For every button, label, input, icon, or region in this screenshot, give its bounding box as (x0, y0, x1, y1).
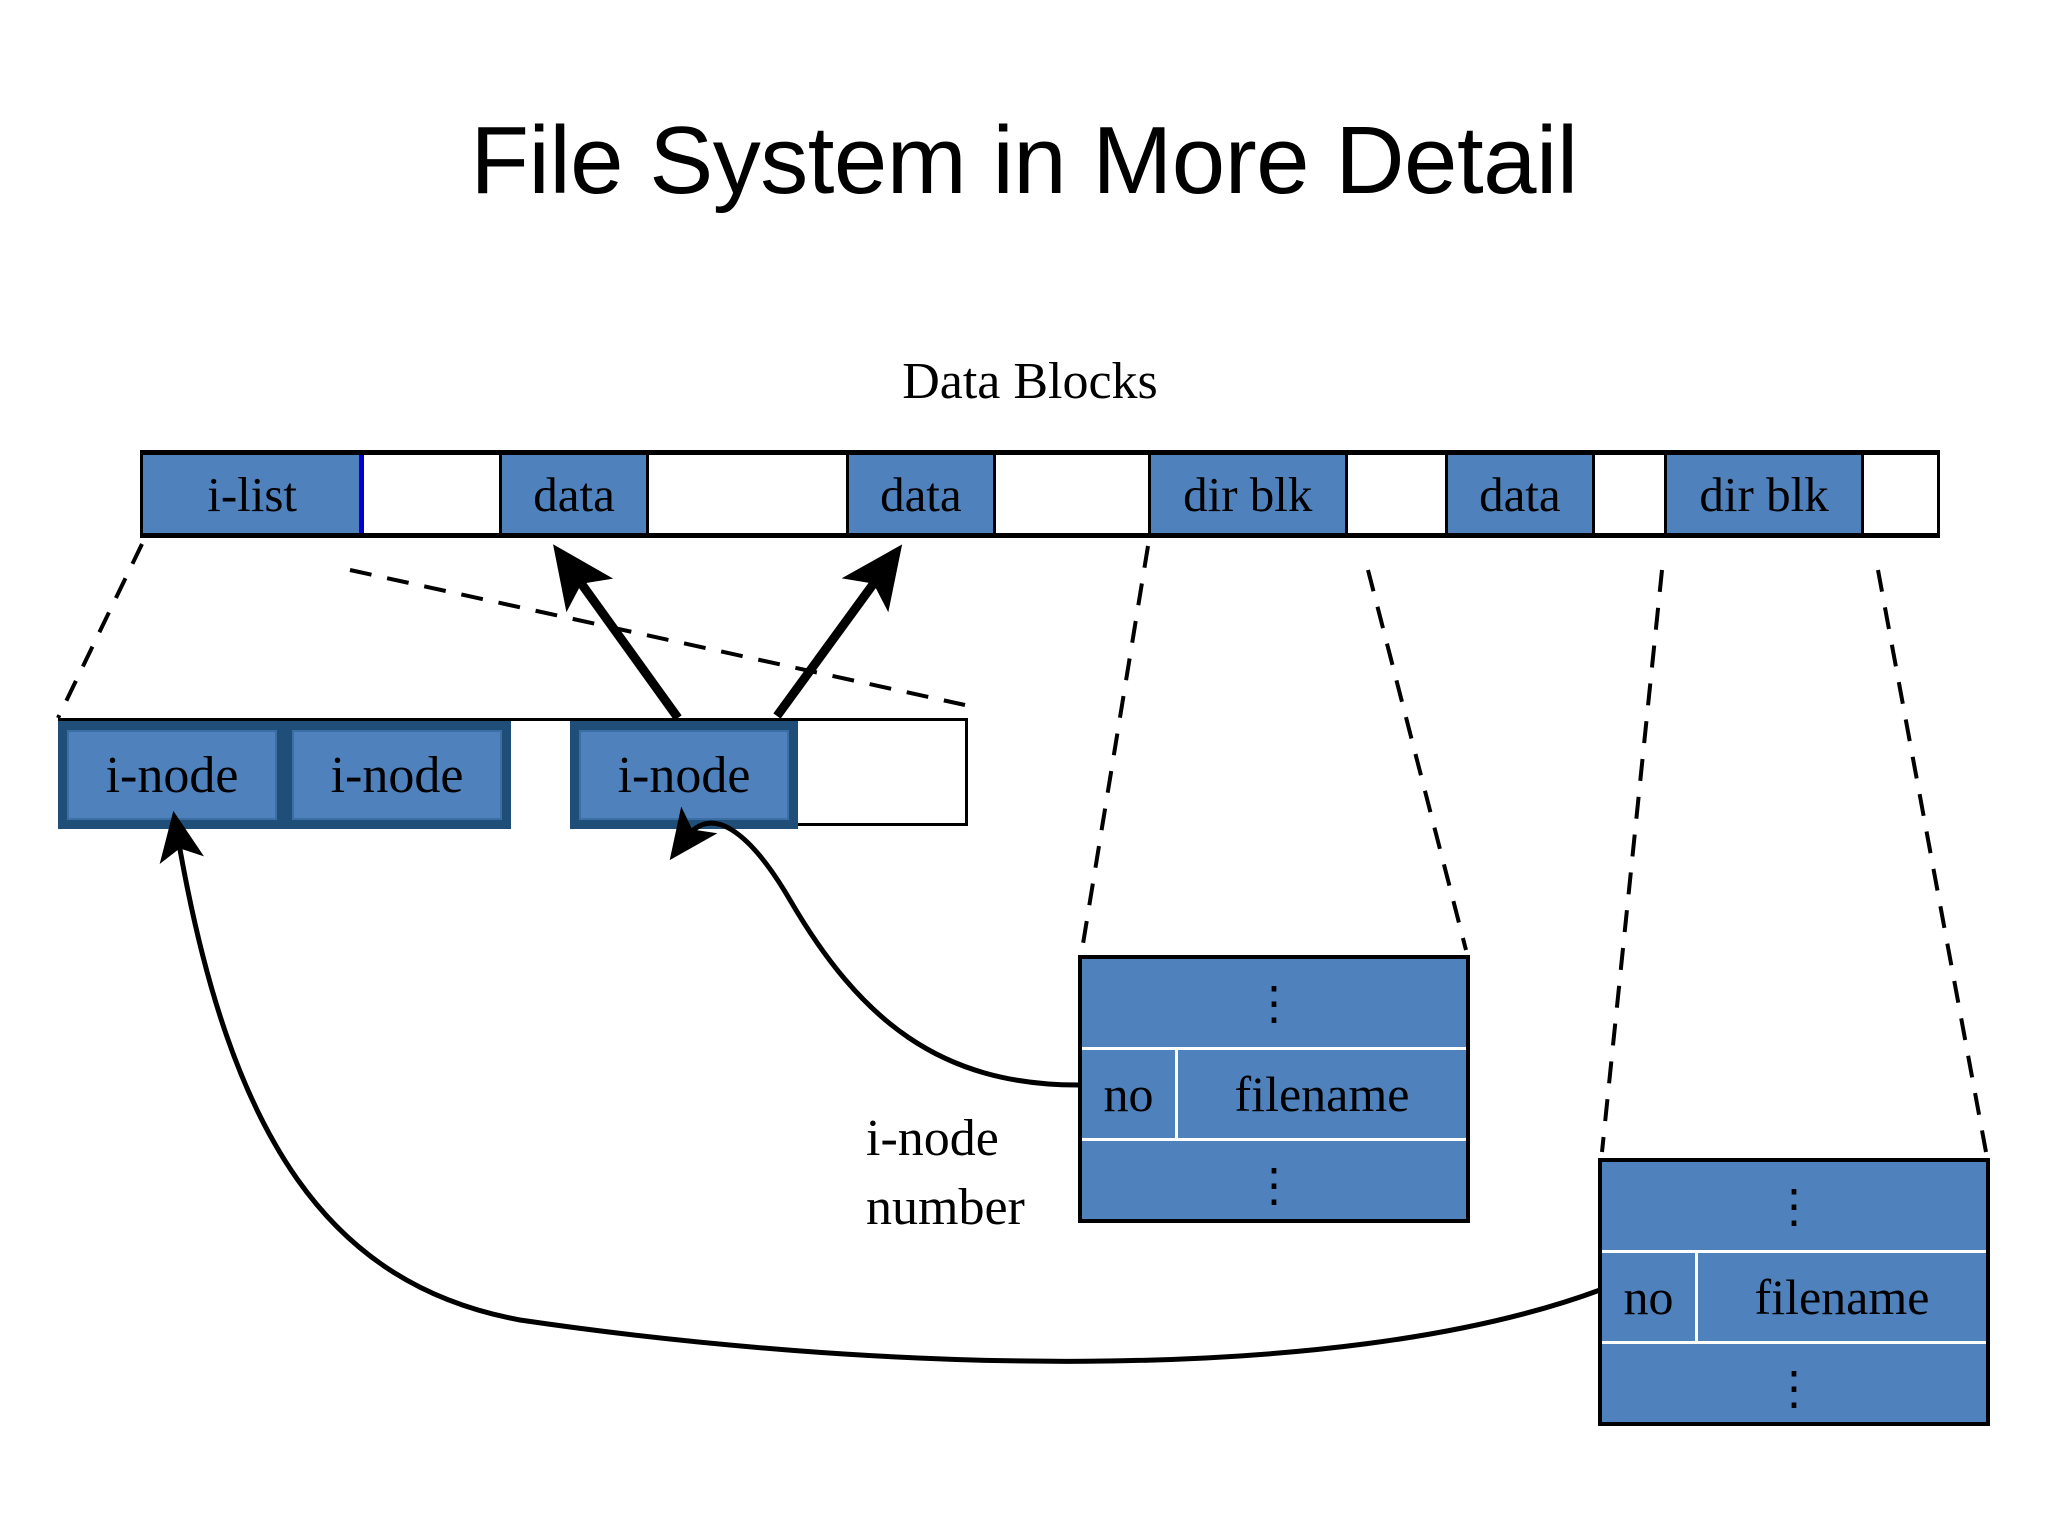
leader-dirblk2-right (1876, 569, 1988, 1153)
data-block-label: dir blk (1183, 466, 1313, 522)
data-block-cell-empty-4 (1347, 455, 1448, 533)
dir-block-row-dots-bottom: ⋮ (1082, 1141, 1466, 1229)
data-blocks-strip: i-list data data dir blk data dir b (140, 450, 1940, 538)
dir-block-row-dots-top: ⋮ (1082, 959, 1466, 1050)
dir-block-row-dots-top: ⋮ (1602, 1162, 1986, 1253)
data-block-cell-data-2: data (848, 455, 997, 533)
data-block-label: data (1479, 466, 1561, 522)
arrow-inode-to-data-2 (773, 544, 903, 719)
vertical-ellipsis-icon: ⋮ (1251, 1160, 1297, 1211)
data-block-cell-i-list: i-list (143, 455, 365, 533)
inode-label: i-node (292, 730, 502, 820)
data-block-label: data (533, 466, 615, 522)
leader-dirblk1-left (1080, 545, 1150, 951)
dir-entry-filename: filename (1754, 1269, 1930, 1325)
dir-block-table-1: ⋮ no filename ⋮ (1078, 955, 1470, 1223)
dir-entry-filename: filename (1234, 1066, 1410, 1122)
data-block-cell-dir-blk-1: dir blk (1150, 455, 1348, 533)
data-blocks-caption: Data Blocks (902, 353, 1158, 410)
data-block-label: dir blk (1699, 466, 1829, 522)
dir-block-table-2: ⋮ no filename ⋮ (1598, 1158, 1990, 1426)
data-block-cell-data-1: data (501, 455, 650, 533)
data-block-cell-empty-3 (996, 455, 1151, 533)
vertical-ellipsis-icon: ⋮ (1771, 1363, 1817, 1414)
arrow-inode-to-data-1 (553, 544, 682, 721)
data-block-cell-dir-blk-2: dir blk (1666, 455, 1865, 533)
inode-list-strip: i-node i-node i-node (58, 718, 968, 829)
vertical-ellipsis-icon: ⋮ (1771, 1181, 1817, 1232)
dir-block-row-entry: no filename (1082, 1050, 1466, 1141)
data-block-label: data (880, 466, 962, 522)
dir-block-row-dots-bottom: ⋮ (1602, 1344, 1986, 1432)
leader-ilist-left (56, 543, 144, 719)
arrow-dirblk1-no-to-inode3 (669, 806, 1079, 1088)
data-block-label: i-list (207, 466, 298, 522)
leader-dirblk2-left (1600, 569, 1664, 1153)
dir-entry-inode-no: no (1602, 1253, 1698, 1341)
inode-label: i-node (579, 730, 789, 820)
inode-number-line-1: i-node (866, 1110, 999, 1167)
inode-gap (511, 721, 573, 829)
inode-box-1: i-node (58, 721, 286, 829)
inode-box-3: i-node (570, 721, 798, 829)
leader-dirblk1-right (1366, 569, 1468, 951)
page-title: File System in More Detail (470, 107, 1578, 214)
dir-entry-inode-no: no (1082, 1050, 1178, 1138)
data-block-cell-empty-6 (1864, 455, 1937, 533)
data-block-cell-empty-1 (364, 455, 502, 533)
data-block-cell-empty-2 (649, 455, 849, 533)
leader-ilist-right (349, 568, 966, 707)
inode-box-2: i-node (283, 721, 511, 829)
vertical-ellipsis-icon: ⋮ (1251, 978, 1297, 1029)
inode-number-label: i-node number (866, 1105, 1025, 1242)
inode-label: i-node (67, 730, 277, 820)
inode-number-line-2: number (866, 1178, 1025, 1236)
dir-block-row-entry: no filename (1602, 1253, 1986, 1344)
data-block-cell-data-3: data (1447, 455, 1596, 533)
data-block-cell-empty-5 (1595, 455, 1667, 533)
